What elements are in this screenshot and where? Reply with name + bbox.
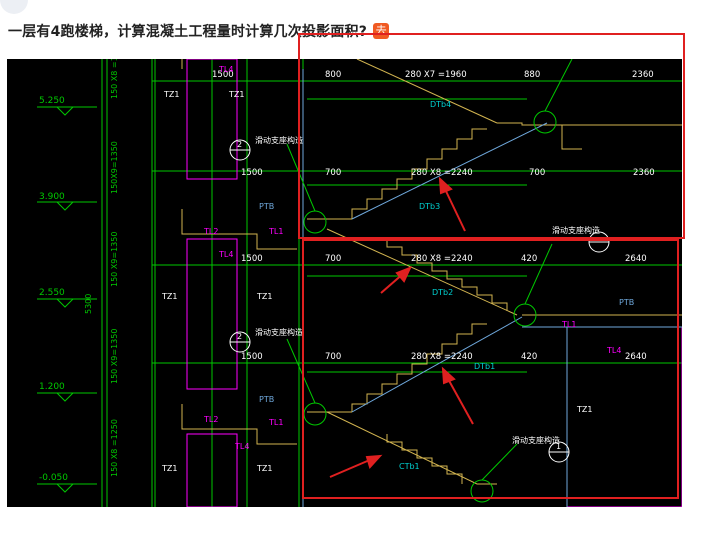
callout-number: 2 xyxy=(237,140,242,149)
flight-width-dim: 280 X8 =2240 xyxy=(411,352,473,362)
beam-tag: DTb1 xyxy=(474,362,495,371)
question-badge[interactable]: 去 xyxy=(373,23,390,39)
stair-flight-1 xyxy=(307,323,497,485)
dim-text: 800 xyxy=(325,70,341,80)
flight-width-dim: 280 X8 =2240 xyxy=(411,168,473,178)
landing-label: PTB xyxy=(259,395,274,404)
slide-support-note: 滑动支座构造 xyxy=(255,327,303,337)
dim-text: 2360 xyxy=(633,168,655,178)
dim-text: 880 xyxy=(524,70,540,80)
dim-text: 700 xyxy=(325,352,341,362)
flight-width-dim: 280 X8 =2240 xyxy=(411,254,473,264)
beam-label: TL4 xyxy=(218,65,233,74)
landing-label: PTB xyxy=(619,298,634,307)
annotation-arrows xyxy=(329,176,474,478)
detail-callouts xyxy=(229,139,610,463)
avatar xyxy=(0,0,28,14)
elevation-label: 5.250 xyxy=(39,96,65,106)
question-title: 一层有4跑楼梯，计算混凝土工程量时计算几次投影面积? xyxy=(8,24,368,40)
column-tag: TZ1 xyxy=(228,90,244,99)
dim-text: 2640 xyxy=(625,352,647,362)
column-tag: TZ1 xyxy=(161,464,177,473)
beam-label: TL1 xyxy=(268,227,283,236)
landing-label: PTB xyxy=(259,202,274,211)
vertical-dim-label: 150 X8 =1250 xyxy=(110,419,119,477)
beam-label: TL1 xyxy=(561,320,576,329)
grid-lines xyxy=(37,59,682,507)
elevation-label: -0.050 xyxy=(39,473,68,483)
beam-label: TL4 xyxy=(234,442,249,451)
vertical-dim-label: 150X9=1350 xyxy=(110,141,119,194)
dim-text: 1500 xyxy=(212,70,234,80)
left-walls xyxy=(181,59,297,445)
blue-beams xyxy=(302,69,682,507)
beam-tag: DTb2 xyxy=(432,288,453,297)
elevation-label: 1.200 xyxy=(39,382,65,392)
dim-text: 700 xyxy=(325,168,341,178)
column-tag: TZ1 xyxy=(163,90,179,99)
beam-label: TL4 xyxy=(218,250,233,259)
slide-support-note: 滑动支座构造 xyxy=(512,435,560,445)
slide-support-note: 滑动支座构造 xyxy=(255,135,303,145)
elevation-markers xyxy=(56,106,74,493)
vertical-dim-label: 150 X9=1350 xyxy=(110,232,119,287)
beam-tag: DTb3 xyxy=(419,202,440,211)
question-line: 一层有4跑楼梯，计算混凝土工程量时计算几次投影面积? 去 xyxy=(8,20,390,42)
elevation-label: 2.550 xyxy=(39,288,65,298)
magenta-beams xyxy=(186,59,682,507)
beam-label: TL2 xyxy=(203,227,218,236)
beam-label: TL2 xyxy=(203,415,218,424)
beam-tag: DTb4 xyxy=(430,100,451,109)
callout-number: 2 xyxy=(237,332,242,341)
dim-text: 2640 xyxy=(625,254,647,264)
dim-text: 420 xyxy=(521,352,537,362)
beam-label: TL4 xyxy=(606,346,621,355)
flight-width-dim: 280 X7 =1960 xyxy=(405,70,467,80)
vertical-dim-label: 150 X9=1350 xyxy=(110,329,119,384)
beam-tag: CTb1 xyxy=(399,462,420,471)
dim-text: 2360 xyxy=(632,70,654,80)
stair-drawing-image: 5.250 3.900 2.550 1.200 -0.050 150 X8 =1… xyxy=(7,59,682,507)
dim-text: 1500 xyxy=(241,168,263,178)
column-tag: TZ1 xyxy=(576,405,592,414)
vertical-dim-label: 150 X8 =1200 xyxy=(110,59,119,99)
column-tag: TZ1 xyxy=(161,292,177,301)
column-tag: TZ1 xyxy=(256,292,272,301)
dim-text: 420 xyxy=(521,254,537,264)
beam-label: TL1 xyxy=(268,418,283,427)
stair-drawing-svg: 5.250 3.900 2.550 1.200 -0.050 150 X8 =1… xyxy=(37,59,682,507)
elevation-label: 3.900 xyxy=(39,192,65,202)
dim-text: 700 xyxy=(325,254,341,264)
dim-text: 700 xyxy=(529,168,545,178)
flight-1-slab xyxy=(351,316,523,413)
column-tag: TZ1 xyxy=(256,464,272,473)
dim-text: 1500 xyxy=(241,352,263,362)
overall-height-label: 5300 xyxy=(84,294,93,314)
slide-support-note: 滑动支座构造 xyxy=(552,225,600,235)
dim-text: 1500 xyxy=(241,254,263,264)
